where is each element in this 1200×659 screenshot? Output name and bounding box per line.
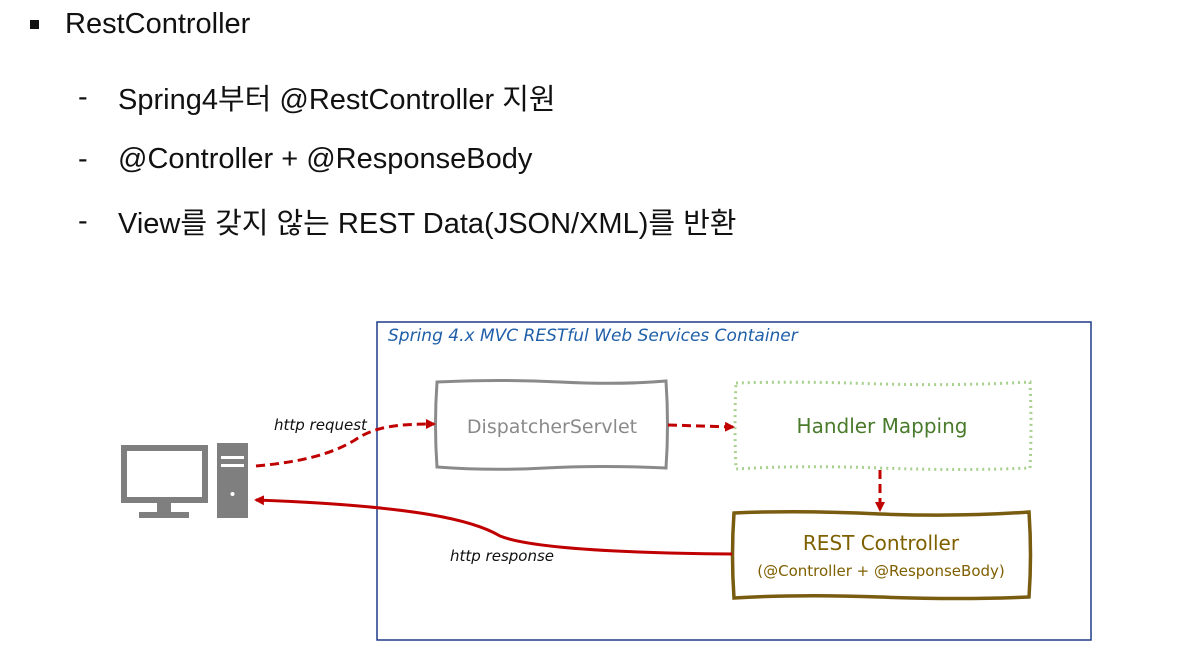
desktop-computer-icon (121, 443, 248, 518)
request-arrow (255, 419, 436, 468)
container-box (376, 321, 1092, 641)
bullet-list: - Spring4부터 @RestController 지원 - @Contro… (78, 66, 736, 252)
rest-controller-label: REST Controller (803, 531, 960, 555)
response-arrow-label: http response (450, 547, 554, 565)
dispatcher-servlet-box (434, 379, 669, 471)
dispatcher-servlet-label: DispatcherServlet (467, 416, 637, 438)
container-title: Spring 4.x MVC RESTful Web Services Cont… (388, 326, 799, 346)
square-bullet-icon (30, 20, 39, 29)
list-item: - Spring4부터 @RestController 지원 (78, 66, 736, 128)
list-item: - @Controller + @ResponseBody (78, 128, 736, 190)
list-item-text: View를 갖지 않는 REST Data(JSON/XML)를 반환 (118, 208, 737, 240)
request-arrow-label: http request (274, 416, 368, 434)
dispatcher-to-handler-arrow (667, 421, 735, 432)
handler-mapping-label: Handler Mapping (797, 414, 968, 438)
list-item: - View를 갖지 않는 REST Data(JSON/XML)를 반환 (78, 190, 736, 252)
list-item-text: Spring4부터 @RestController 지원 (118, 84, 556, 116)
slide-heading: RestController (30, 8, 250, 41)
rest-controller-sublabel: (@Controller + @ResponseBody) (757, 562, 1005, 580)
rest-controller-box (730, 509, 1033, 601)
list-item-text: @Controller + @ResponseBody (118, 142, 533, 175)
response-arrow (254, 495, 733, 556)
dash-marker: - (78, 204, 88, 237)
dash-marker: - (78, 80, 88, 113)
handler-mapping-box (733, 380, 1033, 471)
dash-marker: - (78, 142, 88, 175)
heading-title: RestController (65, 8, 251, 40)
